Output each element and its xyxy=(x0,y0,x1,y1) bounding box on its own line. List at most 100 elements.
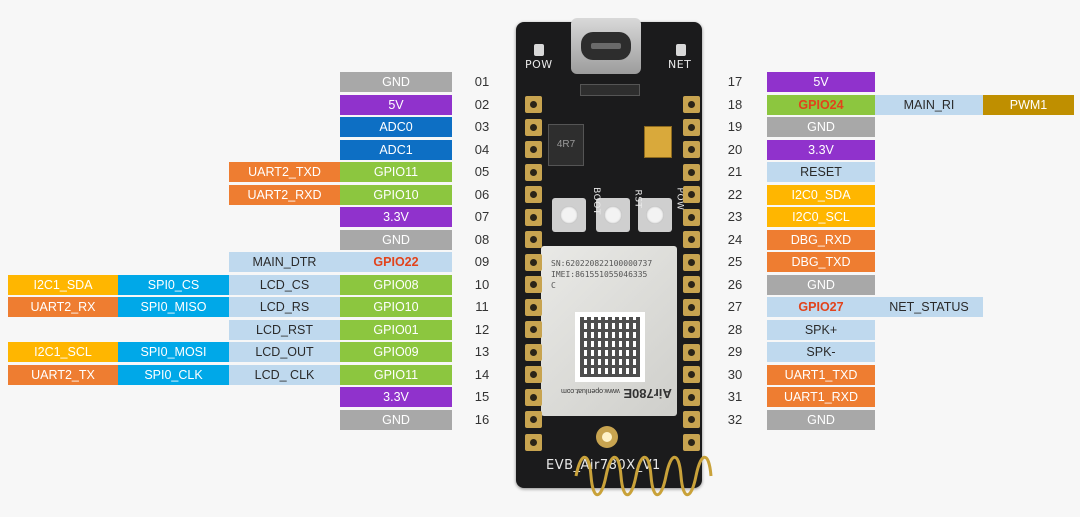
left-pin-05-function-1: GPIO11 xyxy=(340,162,452,182)
right-pin-number-27: 27 xyxy=(727,299,743,314)
left-header-pad xyxy=(525,118,542,136)
left-pin-number-03: 03 xyxy=(474,119,490,134)
module-mark: C xyxy=(551,281,556,290)
left-pin-number-16: 16 xyxy=(474,411,490,427)
left-pin-11-function-4: UART2_RX xyxy=(8,297,118,317)
left-pin-number-05: 05 xyxy=(474,164,490,179)
pow-led-icon xyxy=(534,44,544,56)
right-header-pad xyxy=(683,163,700,181)
right-pin-20-function-1: 3.3V xyxy=(767,139,875,160)
left-pin-10-function-4: I2C1_SDA xyxy=(8,274,118,295)
left-header-pad xyxy=(525,388,542,406)
left-header-pad xyxy=(525,208,542,226)
left-pin-03-function-1: ADC0 xyxy=(340,117,452,137)
right-pin-30-function-1: UART1_TXD xyxy=(767,364,875,385)
right-pin-26-function-1: GND xyxy=(767,274,875,295)
right-header-pad xyxy=(683,141,700,158)
air780e-module: SN:620220822100000737 IMEI:8615510550463… xyxy=(541,246,677,416)
left-pin-number-06: 06 xyxy=(474,186,490,202)
module-brand-name: Air780E xyxy=(623,386,672,401)
right-pin-number-24: 24 xyxy=(727,231,743,247)
right-pin-27-function-1: GPIO27 xyxy=(767,297,875,317)
right-pin-number-17: 17 xyxy=(727,74,743,89)
module-serial: SN:620220822100000737 xyxy=(551,259,653,268)
left-pin-11-function-2: LCD_RS xyxy=(229,297,340,317)
right-pin-number-18: 18 xyxy=(727,96,743,112)
left-pin-10-function-2: LCD_CS xyxy=(229,274,340,295)
module-website: www.openluat.com xyxy=(561,387,620,394)
right-header-pad xyxy=(683,186,700,203)
boot-button[interactable] xyxy=(552,198,586,232)
left-header-pad xyxy=(525,276,542,293)
inductor-icon: 4R7 xyxy=(548,124,584,166)
left-header-pad xyxy=(525,321,542,338)
left-pin-15-function-1: 3.3V xyxy=(340,387,452,407)
right-pin-18-function-3: PWM1 xyxy=(983,94,1074,115)
tantalum-capacitor-icon xyxy=(644,126,672,158)
left-pin-13-function-3: SPI0_MOSI xyxy=(118,342,229,362)
right-header-pad xyxy=(683,253,700,271)
left-pin-04-function-1: ADC1 xyxy=(340,139,452,160)
left-pin-number-09: 09 xyxy=(474,254,490,269)
left-pin-02-function-1: 5V xyxy=(340,94,452,115)
left-pin-05-function-2: UART2_TXD xyxy=(229,162,340,182)
pow-led-label: POW xyxy=(525,58,553,71)
left-header-pad xyxy=(525,141,542,158)
left-header-pad xyxy=(525,298,542,316)
left-pin-13-function-4: I2C1_SCL xyxy=(8,342,118,362)
left-pin-number-12: 12 xyxy=(474,321,490,337)
rst-button[interactable] xyxy=(596,198,630,232)
right-pin-number-23: 23 xyxy=(727,209,743,224)
left-pin-14-function-2: LCD_ CLK xyxy=(229,364,340,385)
board-silk-name: EVB_Air780X_V1 xyxy=(546,458,661,473)
left-pin-number-11: 11 xyxy=(475,299,489,314)
right-pin-22-function-1: I2C0_SDA xyxy=(767,184,875,205)
right-pin-number-32: 32 xyxy=(727,411,743,427)
left-header-pad xyxy=(525,163,542,181)
right-pin-28-function-1: SPK+ xyxy=(767,319,875,340)
right-header-pad xyxy=(683,343,700,361)
left-pin-14-function-3: SPI0_CLK xyxy=(118,364,229,385)
left-header-pad xyxy=(525,343,542,361)
right-pin-23-function-1: I2C0_SCL xyxy=(767,207,875,227)
right-header-pad xyxy=(683,388,700,406)
left-pin-number-02: 02 xyxy=(474,96,490,112)
net-led-label: NET xyxy=(668,58,692,71)
right-pin-24-function-1: DBG_RXD xyxy=(767,229,875,250)
right-pin-number-29: 29 xyxy=(727,344,743,359)
right-pin-25-function-1: DBG_TXD xyxy=(767,252,875,272)
right-header-pad xyxy=(683,366,700,383)
left-pin-14-function-4: UART2_TX xyxy=(8,364,118,385)
left-pin-number-08: 08 xyxy=(474,231,490,247)
left-pin-number-13: 13 xyxy=(474,344,490,359)
right-pin-18-function-2: MAIN_RI xyxy=(875,94,983,115)
dev-board-image: POW NET 4R7 BOOT RST POW SN:620220822100… xyxy=(516,18,716,497)
left-pin-11-function-1: GPIO10 xyxy=(340,297,452,317)
right-header-pad xyxy=(683,298,700,316)
qr-code-icon xyxy=(575,312,645,382)
rst-label: RST xyxy=(632,189,643,209)
right-pin-18-function-1: GPIO24 xyxy=(767,94,875,115)
right-pin-number-28: 28 xyxy=(727,321,743,337)
right-pin-27-function-2: NET_STATUS xyxy=(875,297,983,317)
left-pin-12-function-1: GPIO01 xyxy=(340,319,452,340)
right-pin-number-31: 31 xyxy=(727,389,743,404)
left-pin-10-function-1: GPIO08 xyxy=(340,274,452,295)
antenna-connector-icon xyxy=(596,426,618,448)
left-header-pad xyxy=(525,411,542,428)
right-header-pad xyxy=(683,321,700,338)
net-led-icon xyxy=(676,44,686,56)
left-pin-number-01: 01 xyxy=(474,74,490,89)
left-pin-number-04: 04 xyxy=(474,141,490,157)
right-header-pad xyxy=(683,118,700,136)
right-header-pad xyxy=(683,231,700,248)
usb-c-connector-icon xyxy=(571,18,641,74)
right-pin-number-19: 19 xyxy=(727,119,743,134)
left-pin-number-10: 10 xyxy=(474,276,490,292)
pow-button[interactable] xyxy=(638,198,672,232)
right-pin-number-22: 22 xyxy=(727,186,743,202)
usb-chip xyxy=(580,84,640,96)
left-pin-number-07: 07 xyxy=(474,209,490,224)
right-header-pad xyxy=(683,96,700,113)
